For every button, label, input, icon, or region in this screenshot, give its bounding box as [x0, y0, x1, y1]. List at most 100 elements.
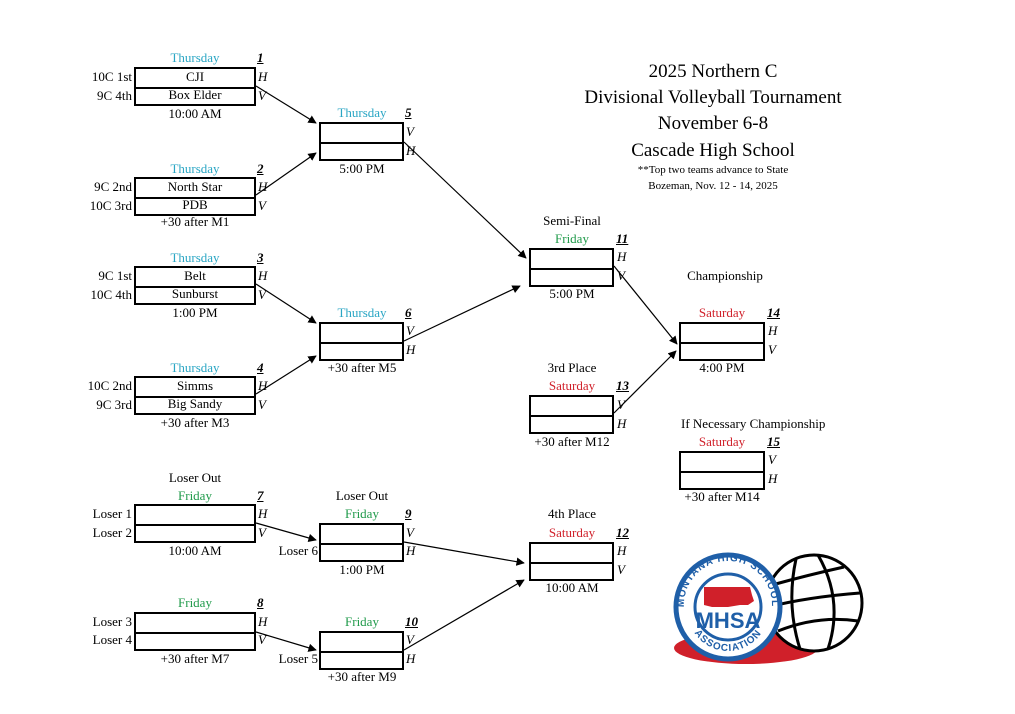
game-4-time: +30 after M3 [160, 415, 230, 430]
game-9-label: Loser Out [335, 488, 389, 503]
mhsa-logo: MHSA MONTANA HIGH SCHOOL ASSOCIATION [673, 552, 864, 664]
game-2-team-bottom: PDB [182, 196, 208, 212]
game-6-home-marker: H [406, 342, 416, 357]
connector-g11-g14 [613, 265, 678, 345]
game-15-number: 15 [767, 434, 780, 449]
game-1-box: CJI Box Elder [134, 67, 256, 106]
game-11-slot-top [531, 250, 612, 270]
game-14-time: 4:00 PM [699, 360, 745, 375]
game-4-day: Thursday [170, 360, 220, 375]
game-9-slot-top [321, 525, 402, 545]
state-location-note: Bozeman, Nov. 12 - 14, 2025 [648, 180, 778, 192]
game-4-team-top: Simms [136, 378, 254, 398]
title-line-3: November 6-8 [657, 113, 769, 134]
title-line-4: Cascade High School [631, 140, 795, 161]
game-4-seed-top: 10C 2nd [87, 378, 132, 393]
game-8-time: +30 after M7 [160, 651, 230, 666]
game-7-seed-bottom: Loser 2 [92, 525, 132, 540]
game-8-day: Friday [178, 595, 212, 610]
game-15-box [679, 451, 765, 490]
game-5-visitor-marker: V [406, 124, 414, 139]
game-13-slot-top [531, 397, 612, 417]
game-4-visitor-marker: V [258, 397, 266, 412]
game-11-visitor-marker: V [617, 268, 625, 283]
game-12-time: 10:00 AM [545, 580, 599, 595]
game-12-number: 12 [616, 525, 629, 540]
game-9-visitor-marker: V [406, 525, 414, 540]
game-10-day: Friday [345, 614, 379, 629]
state-advance-note: **Top two teams advance to State [637, 164, 789, 176]
game-14-home-marker: H [768, 323, 778, 338]
game-8-home-marker: H [258, 614, 268, 629]
game-3-seed-top: 9C 1st [98, 268, 132, 283]
game-11-label: Semi-Final [543, 213, 601, 228]
game-13-box [529, 395, 614, 434]
game-6-visitor-marker: V [406, 323, 414, 338]
connector-g5-g11 [403, 141, 527, 259]
game-13-home-marker: H [617, 416, 627, 431]
game-2-day: Thursday [170, 161, 220, 176]
game-8-slot-bottom [136, 632, 254, 650]
game-7-slot-bottom [136, 524, 254, 542]
game-9-home-marker: H [406, 543, 416, 558]
game-4-box: Simms Big Sandy [134, 376, 256, 415]
game-7-seed-top: Loser 1 [92, 506, 132, 521]
game-7-time: 10:00 AM [168, 543, 222, 558]
game-10-box [319, 631, 404, 670]
game-3-number: 3 [257, 250, 264, 265]
game-12-slot-bottom [531, 562, 612, 580]
game-1-visitor-marker: V [258, 88, 266, 103]
game-8-box [134, 612, 256, 651]
connector-g2-g5 [255, 152, 317, 196]
game-1-team-bottom: Box Elder [168, 86, 222, 102]
connector-g13-g14 [613, 350, 677, 414]
game-15-slot-top [681, 453, 763, 473]
game-1-time: 10:00 AM [168, 106, 222, 121]
game-13-visitor-marker: V [617, 397, 625, 412]
game-2-seed-bottom: 10C 3rd [89, 198, 132, 213]
game-14-box [679, 322, 765, 361]
game-3-seed-bottom: 10C 4th [90, 287, 132, 302]
game-1-seed-bottom: 9C 4th [96, 88, 132, 103]
game-4-home-marker: H [258, 378, 268, 393]
game-15-slot-bottom [681, 471, 763, 489]
game-5-box [319, 122, 404, 161]
game-5-number: 5 [405, 105, 412, 120]
game-3-home-marker: H [258, 268, 268, 283]
game-7-box [134, 504, 256, 543]
game-3-visitor-marker: V [258, 287, 266, 302]
game-7-number: 7 [257, 488, 264, 503]
game-2-home-marker: H [258, 179, 268, 194]
game-9-slot-bottom [321, 543, 402, 561]
game-14-visitor-marker: V [768, 342, 776, 357]
game-7-day: Friday [178, 488, 212, 503]
game-7-slot-top [136, 506, 254, 526]
game-10-time: +30 after M9 [327, 669, 397, 684]
game-15-home-marker: H [768, 471, 778, 486]
game-12-slot-top [531, 544, 612, 564]
game-8-visitor-marker: V [258, 632, 266, 647]
game-4-team-bottom: Big Sandy [167, 395, 223, 411]
game-6-time: +30 after M5 [327, 360, 397, 375]
title-line-2: Divisional Volleyball Tournament [584, 87, 842, 108]
game-9-box [319, 523, 404, 562]
game-10-visitor-marker: V [406, 632, 414, 647]
game-10-number: 10 [405, 614, 418, 629]
connector-g1-g5 [255, 85, 317, 124]
game-9-day: Friday [345, 506, 379, 521]
game-3-team-bottom: Sunburst [171, 285, 219, 301]
game-1-seed-top: 10C 1st [91, 69, 132, 84]
game-10-slot-top [321, 633, 402, 653]
game-3-box: Belt Sunburst [134, 266, 256, 305]
logo-initials: MHSA [696, 608, 761, 633]
game-1-day: Thursday [170, 50, 220, 65]
title-line-1: 2025 Northern C [648, 61, 778, 82]
game-13-number: 13 [616, 378, 629, 393]
game-12-box [529, 542, 614, 581]
game-12-label: 4th Place [547, 506, 596, 521]
game-9-seed-bottom: Loser 6 [278, 543, 318, 558]
game-9-time: 1:00 PM [339, 562, 385, 577]
game-4-seed-bottom: 9C 3rd [96, 397, 132, 412]
game-14-label: Championship [687, 268, 763, 283]
